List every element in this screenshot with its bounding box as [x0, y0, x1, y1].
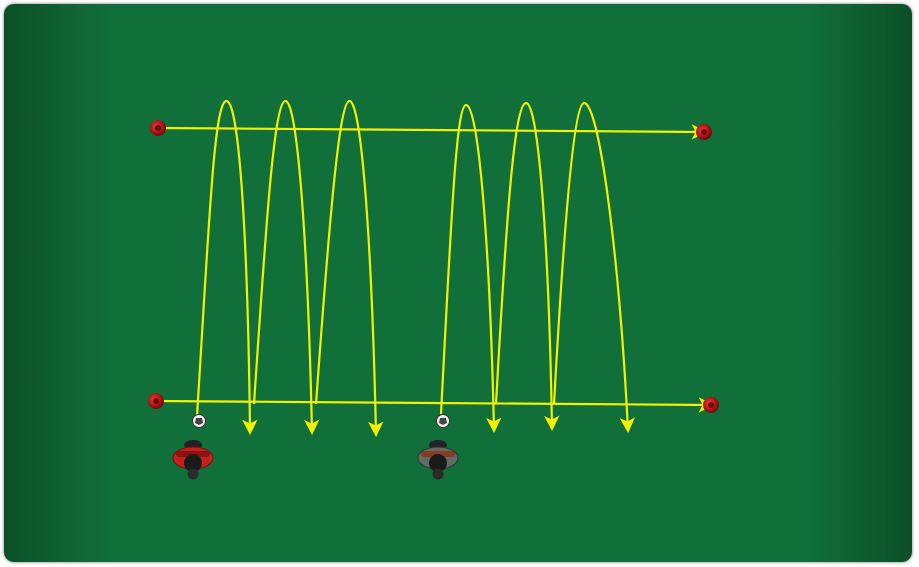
arc-4: [439, 103, 502, 434]
cone-top-left: [150, 120, 166, 136]
bottom-pass-line: [155, 397, 715, 413]
ball-icon: [192, 414, 206, 428]
arc-6: [552, 101, 636, 434]
drill-diagram: [4, 4, 912, 562]
cone-top-right: [696, 124, 712, 140]
cone-bottom-left: [148, 393, 164, 409]
top-pass-line: [157, 124, 708, 140]
player-with-ball-icon: [417, 440, 459, 480]
run-arcs: [195, 99, 636, 438]
pass-lines: [155, 124, 715, 413]
field-background: [4, 4, 912, 562]
arc-2: [252, 99, 320, 436]
ball-icon: [436, 414, 450, 428]
player-red: [172, 414, 214, 480]
pitch: [4, 4, 912, 562]
arc-5: [494, 101, 560, 432]
cones: [148, 120, 719, 413]
arc-1: [195, 99, 258, 436]
cone-bottom-right: [703, 397, 719, 413]
player-grey: [417, 414, 459, 480]
player-with-ball-icon: [172, 440, 214, 480]
arc-3: [314, 99, 384, 438]
